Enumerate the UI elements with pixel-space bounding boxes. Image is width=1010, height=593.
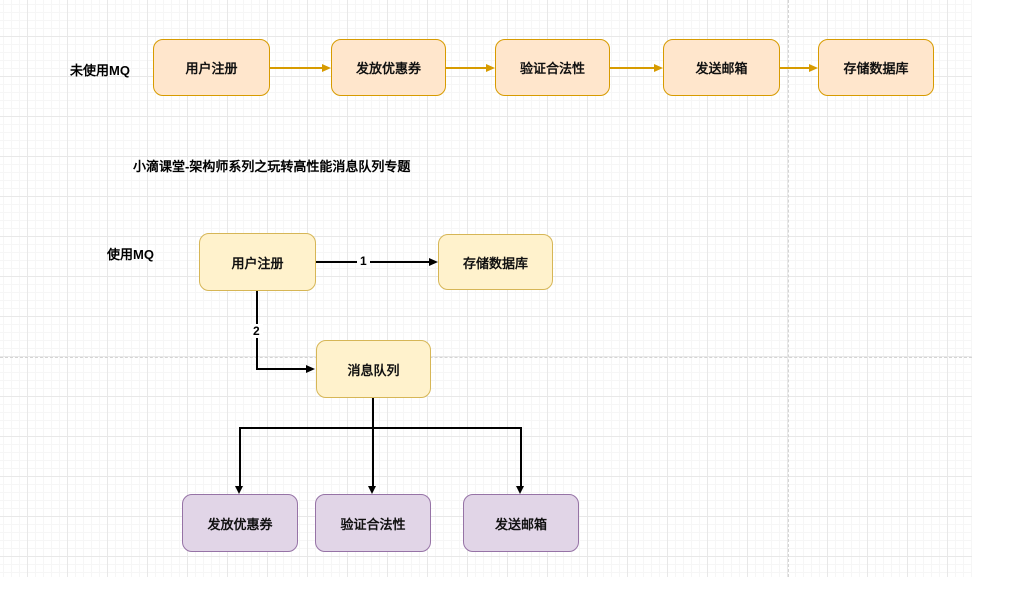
arrowhead-right-icon: [306, 364, 315, 373]
node-store-database-mq[interactable]: 存储数据库: [438, 234, 553, 290]
edge-line: [520, 427, 522, 486]
node-label: 用户注册: [185, 61, 238, 76]
page-divider-horizontal: [0, 357, 972, 358]
edge-line: [446, 67, 487, 69]
node-label: 存储数据库: [462, 255, 528, 271]
node-label: 发送邮箱: [695, 61, 748, 76]
edge-line: [780, 67, 810, 69]
node-validate-legality-mq[interactable]: 验证合法性: [315, 494, 431, 552]
node-send-email-mq[interactable]: 发送邮箱: [463, 494, 579, 552]
edge-line: [239, 427, 241, 486]
edge-line: [372, 398, 374, 486]
canvas-grid: 未使用MQ 用户注册 发放优惠券 验证合法性 发送邮箱 存储数据库 小滴课堂-架…: [0, 0, 972, 577]
arrowhead-down-icon: [368, 486, 376, 494]
edge-line: [610, 67, 655, 69]
edge-line: [270, 67, 323, 69]
edge-line: [256, 368, 307, 370]
page-divider-vertical: [788, 0, 789, 577]
arrowhead-down-icon: [516, 486, 524, 494]
node-label: 存储数据库: [843, 61, 909, 76]
arrowhead-right-icon: [654, 63, 663, 72]
node-label: 验证合法性: [340, 516, 406, 532]
section-label-with-mq[interactable]: 使用MQ: [107, 247, 154, 262]
arrowhead-right-icon: [322, 63, 331, 72]
node-validate-legality-nomq[interactable]: 验证合法性: [495, 39, 610, 96]
node-label: 发送邮箱: [494, 516, 547, 532]
node-label: 发放优惠券: [207, 516, 273, 532]
node-store-database-nomq[interactable]: 存储数据库: [818, 39, 934, 96]
arrowhead-down-icon: [235, 486, 243, 494]
arrowhead-right-icon: [809, 63, 818, 72]
diagram-title[interactable]: 小滴课堂-架构师系列之玩转高性能消息队列专题: [133, 159, 411, 174]
arrowhead-right-icon: [486, 63, 495, 72]
node-send-email-nomq[interactable]: 发送邮箱: [663, 39, 780, 96]
node-user-register-mq[interactable]: 用户注册: [199, 233, 316, 291]
edge-label-1: 1: [357, 254, 370, 268]
node-label: 发放优惠券: [355, 61, 421, 76]
node-message-queue[interactable]: 消息队列: [316, 340, 431, 398]
arrowhead-right-icon: [429, 257, 438, 266]
edge-line: [239, 427, 521, 429]
node-label: 用户注册: [231, 255, 284, 271]
section-label-without-mq[interactable]: 未使用MQ: [70, 63, 130, 78]
node-user-register-nomq[interactable]: 用户注册: [153, 39, 270, 96]
edge-label-2: 2: [250, 324, 263, 338]
node-send-coupon-nomq[interactable]: 发放优惠券: [331, 39, 446, 96]
edge-line: [316, 261, 430, 263]
node-send-coupon-mq[interactable]: 发放优惠券: [182, 494, 298, 552]
node-label: 验证合法性: [519, 61, 585, 76]
node-label: 消息队列: [347, 362, 400, 378]
